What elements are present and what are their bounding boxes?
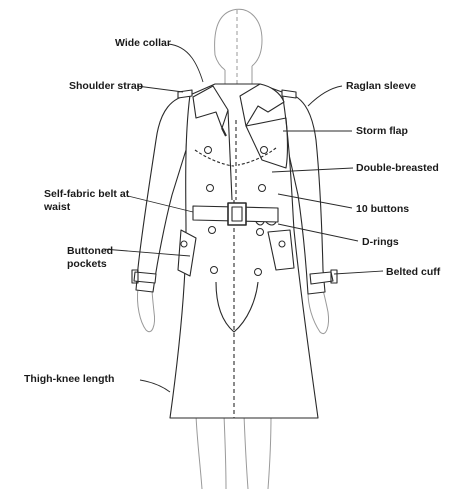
belt-buckle <box>228 203 246 225</box>
right-shoulder-strap <box>282 90 296 98</box>
label-shoulder-strap: Shoulder strap <box>69 80 143 92</box>
left-cuff-belt <box>134 272 156 283</box>
label-thigh-knee-length: Thigh-knee length <box>24 373 114 385</box>
label-wide-collar: Wide collar <box>115 37 171 49</box>
button <box>257 229 264 236</box>
label-10-buttons: 10 buttons <box>356 203 409 215</box>
button <box>211 267 218 274</box>
button <box>209 227 216 234</box>
label-self-fabric-belt-line1: Self-fabric belt at <box>44 188 129 200</box>
button <box>207 185 214 192</box>
button <box>255 269 262 276</box>
label-self-fabric-belt-line2: waist <box>44 201 70 213</box>
button <box>205 147 212 154</box>
label-double-breasted: Double-breasted <box>356 162 439 174</box>
label-storm-flap: Storm flap <box>356 125 408 137</box>
label-d-rings: D-rings <box>362 236 399 248</box>
label-buttoned-pockets-line2: pockets <box>67 258 107 270</box>
right-cuff-belt <box>310 272 333 284</box>
label-buttoned-pockets-line1: Buttoned <box>67 245 113 257</box>
label-raglan-sleeve: Raglan sleeve <box>346 80 416 92</box>
coat-outline <box>132 84 337 418</box>
button <box>259 185 266 192</box>
button <box>279 241 285 247</box>
label-belted-cuff: Belted cuff <box>386 266 440 278</box>
button <box>181 241 187 247</box>
button <box>261 147 268 154</box>
